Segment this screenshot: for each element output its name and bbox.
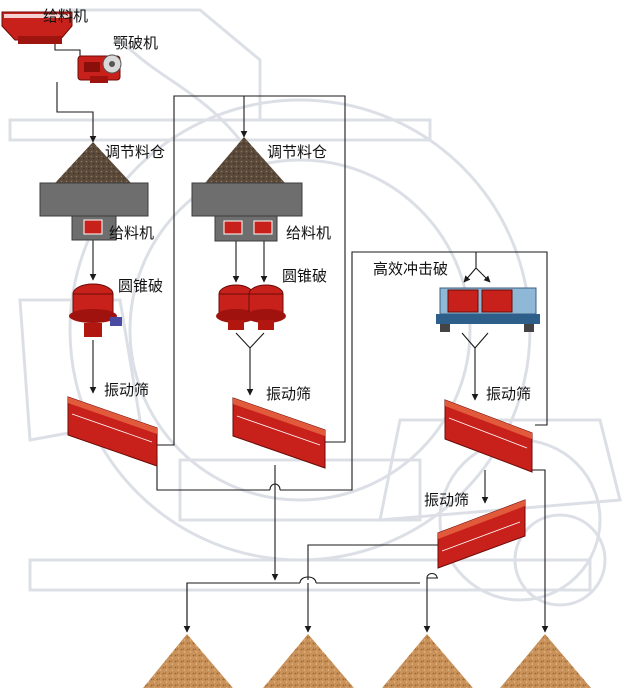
sand-pile-icon (500, 634, 591, 688)
cone-crusher-icon (216, 284, 286, 330)
flow-lines (54, 44, 549, 633)
feeder-top-label: 给料机 (43, 7, 88, 25)
cone-2-label: 圆锥破 (282, 267, 327, 285)
vibrating-screen-icon (437, 499, 526, 569)
sand-pile-icon (382, 634, 473, 688)
feeder-2-label: 给料机 (286, 224, 331, 242)
sand-pile-icon (143, 634, 233, 688)
impact-crusher-label: 高效冲击破 (373, 260, 448, 278)
bin-1-label: 调节料仓 (105, 143, 165, 161)
sand-piles (143, 634, 591, 688)
screen-1-label: 振动筛 (104, 381, 149, 399)
vibrating-screen-icon (67, 396, 158, 467)
feeder-icon (1, 11, 73, 44)
bin-1 (39, 142, 149, 241)
bin-2 (191, 137, 303, 242)
sand-pile-icon (263, 634, 354, 688)
jaw-crusher-label: 颚破机 (113, 34, 158, 52)
feeder-1-label: 给料机 (109, 224, 154, 242)
bin-2-label: 调节料仓 (267, 143, 327, 161)
screen-3-label: 振动筛 (486, 385, 531, 403)
jaw-crusher-icon (77, 54, 122, 83)
impact-crusher-icon (436, 287, 540, 332)
screen-4-label: 振动筛 (424, 491, 469, 509)
screen-2-label: 振动筛 (266, 385, 311, 403)
cone-crusher-icon (69, 283, 122, 337)
vibrating-screen-icon (444, 399, 533, 473)
vibrating-screen-icon (232, 397, 326, 469)
cone-1-label: 圆锥破 (118, 277, 163, 295)
